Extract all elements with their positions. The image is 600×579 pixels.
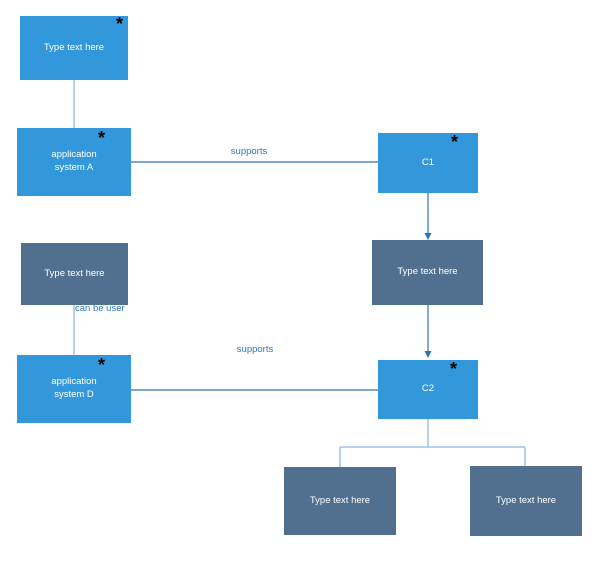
node-label: Type text here [43, 41, 105, 53]
node-label: Type text here [397, 266, 458, 278]
node-type-text-mid-right[interactable]: Type text here [372, 240, 483, 305]
node-type-text-bottom-right[interactable]: Type text here [470, 466, 582, 536]
node-label: application system D [51, 376, 97, 400]
node-type-text-top-left[interactable]: * Type text here [20, 14, 128, 80]
asterisk-badge: * [97, 355, 105, 375]
node-label: Type text here [495, 494, 557, 506]
node-label: C2 [421, 383, 435, 395]
asterisk-badge: * [97, 128, 105, 148]
node-c2[interactable]: * C2 [378, 360, 478, 419]
node-application-system-d[interactable]: * application system D [17, 355, 131, 423]
edge-c2-branch[interactable] [339, 419, 526, 467]
asterisk-badge: * [450, 132, 458, 152]
node-label: application system A [51, 149, 97, 173]
node-application-system-a[interactable]: * application system A [17, 128, 131, 196]
node-label: Type text here [44, 267, 105, 279]
edge-label-supports-top[interactable]: supports [230, 146, 268, 157]
node-type-text-bottom-left[interactable]: Type text here [284, 467, 396, 535]
edge-label-supports-bottom[interactable]: supports [236, 344, 274, 355]
asterisk-badge: * [449, 359, 457, 379]
edge-label-can-be-user[interactable]: can be user [75, 303, 125, 314]
node-c1[interactable]: * C1 [378, 133, 478, 193]
asterisk-badge: * [115, 14, 123, 34]
node-label: C1 [421, 156, 435, 168]
node-label: Type text here [309, 494, 371, 506]
node-type-text-mid-left[interactable]: Type text here [21, 243, 128, 305]
